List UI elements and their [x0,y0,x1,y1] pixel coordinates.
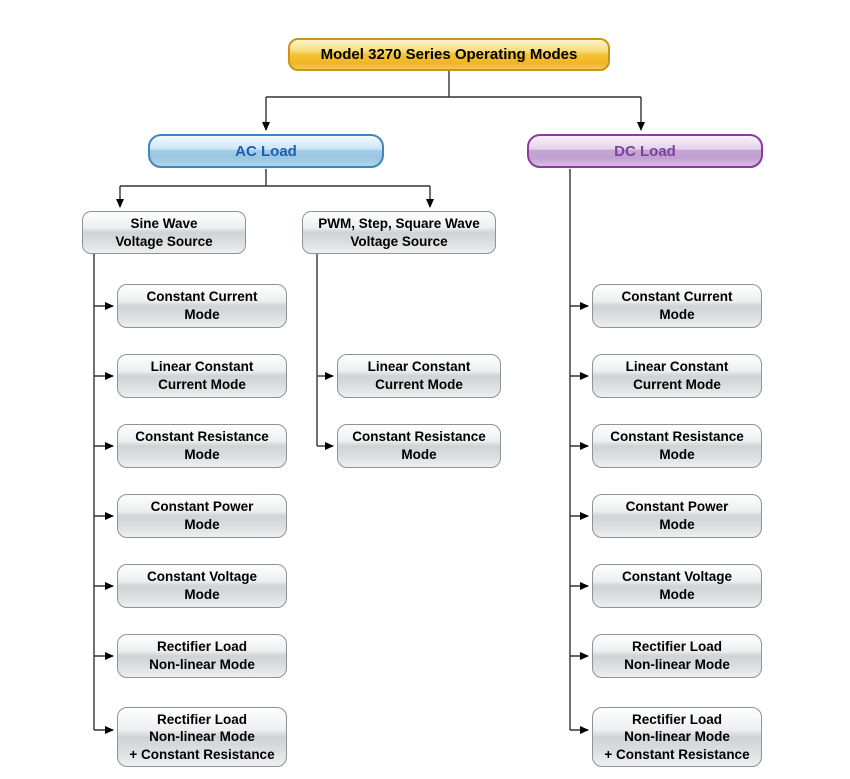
node-sine-linear-constant-current: Linear Constant Current Mode [117,354,287,398]
node-dc-rectifier-load: Rectifier Load Non-linear Mode [592,634,762,678]
node-dc-load: DC Load [527,134,763,168]
node-dc-constant-power: Constant Power Mode [592,494,762,538]
node-dc-constant-voltage: Constant Voltage Mode [592,564,762,608]
node-dc-linear-constant-current: Linear Constant Current Mode [592,354,762,398]
node-sine-rectifier-load-cr: Rectifier Load Non-linear Mode + Constan… [117,707,287,767]
node-sine-constant-resistance: Constant Resistance Mode [117,424,287,468]
node-sine-constant-current: Constant Current Mode [117,284,287,328]
node-dc-rectifier-load-cr: Rectifier Load Non-linear Mode + Constan… [592,707,762,767]
node-sine-constant-voltage: Constant Voltage Mode [117,564,287,608]
node-pwm-linear-constant-current: Linear Constant Current Mode [337,354,501,398]
node-ac-load: AC Load [148,134,384,168]
node-root-title: Model 3270 Series Operating Modes [288,38,610,71]
node-pwm-constant-resistance: Constant Resistance Mode [337,424,501,468]
node-dc-constant-resistance: Constant Resistance Mode [592,424,762,468]
node-sine-constant-power: Constant Power Mode [117,494,287,538]
node-sine-wave-source: Sine Wave Voltage Source [82,211,246,254]
node-sine-rectifier-load: Rectifier Load Non-linear Mode [117,634,287,678]
node-dc-constant-current: Constant Current Mode [592,284,762,328]
node-pwm-source: PWM, Step, Square Wave Voltage Source [302,211,496,254]
